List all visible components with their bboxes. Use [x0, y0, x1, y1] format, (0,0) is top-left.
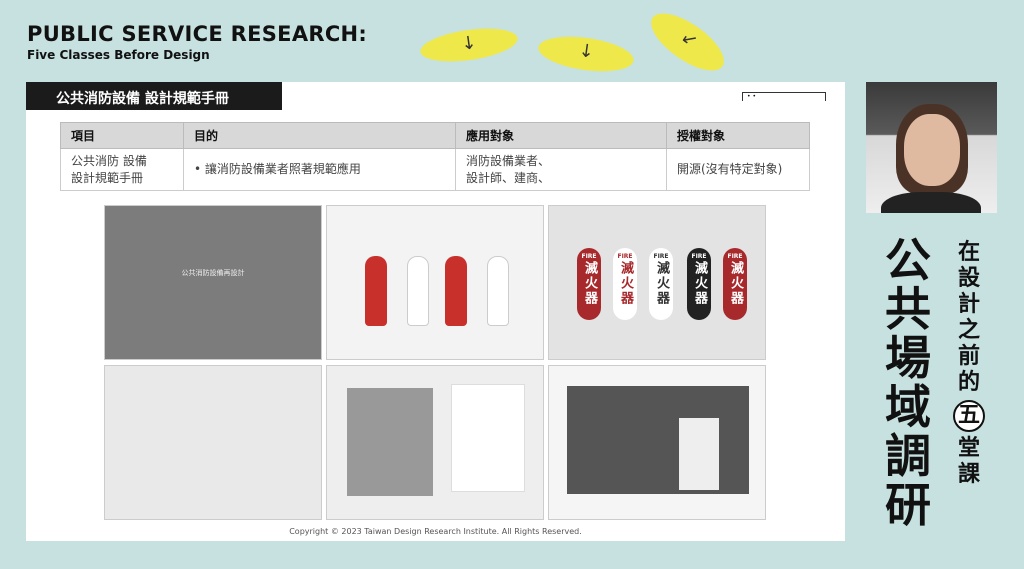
yellow-ellipse-decoration: ↙ [642, 2, 733, 82]
info-table: 項目 目的 應用對象 授權對象 公共消防 設備 設計規範手冊 • 讓消防設備業者… [60, 122, 810, 191]
fire-label: FIRE [727, 253, 743, 260]
header-subtitle: Five Classes Before Design [27, 48, 210, 62]
table-cell: • 讓消防設備業者照著規範應用 [183, 148, 456, 191]
pill-text: 滅火器 [692, 261, 707, 306]
extinguisher-image [445, 256, 467, 326]
yellow-ellipse-decoration: ↓ [536, 31, 636, 77]
arrow-down-icon: ↙ [677, 25, 702, 52]
thumbnail-photo [548, 365, 766, 520]
arrow-down-icon: ↓ [459, 32, 478, 55]
pill-text: 滅火器 [582, 261, 597, 306]
table-header: 授權對象 [666, 122, 810, 149]
webcam-video [866, 82, 997, 213]
header-title: PUBLIC SERVICE RESEARCH: [27, 22, 368, 46]
extinguisher-image [365, 256, 387, 326]
arrow-down-icon: ↓ [577, 40, 596, 64]
side-subtitle: 在設計之前的 五 堂課 [952, 240, 986, 488]
table-cell: 開源(沒有特定對象) [666, 148, 810, 191]
slide-title: 公共消防設備 設計規範手冊 [26, 82, 282, 110]
side-main-title: 公共場域調研 [885, 233, 931, 532]
five-circle-badge: 五 [953, 400, 985, 432]
table-cell: 公共消防 設備 設計規範手冊 [60, 148, 184, 191]
table-cell: 消防設備業者、 設計師、建商、 [455, 148, 667, 191]
table-row: 公共消防 設備 設計規範手冊 • 讓消防設備業者照著規範應用 消防設備業者、 設… [60, 148, 810, 191]
extinguisher-image [487, 256, 509, 326]
cover-title: 公共消防設備再設計 [181, 269, 245, 277]
table-header: 應用對象 [455, 122, 667, 149]
presentation-slide: 公共消防設備 設計規範手冊 • • 項目 目的 應用對象 授權對象 公共消防 設… [26, 82, 845, 541]
pill-text: 滅火器 [618, 261, 633, 306]
yellow-ellipse-decoration: ↓ [418, 23, 520, 67]
thumbnail-extinguishers [326, 205, 544, 360]
page-marker: • • [742, 92, 826, 101]
fire-label: FIRE [581, 253, 597, 260]
fire-label: FIRE [617, 253, 633, 260]
copyright-text: Copyright © 2023 Taiwan Design Research … [289, 527, 582, 536]
fire-label: FIRE [653, 253, 669, 260]
pill-text: 滅火器 [654, 261, 669, 306]
thumbnail-cabinets [104, 365, 322, 520]
table-header: 目的 [183, 122, 456, 149]
side-subtitle-after: 堂課 [957, 436, 980, 487]
thumbnail-cover: 公共消防設備再設計 [104, 205, 322, 360]
extinguisher-image [407, 256, 429, 326]
table-header: 項目 [60, 122, 184, 149]
side-subtitle-before: 在設計之前的 [957, 240, 980, 395]
fire-label: FIRE [691, 253, 707, 260]
thumbnail-cabinet-detail [326, 365, 544, 520]
pill-text: 滅火器 [728, 261, 743, 306]
